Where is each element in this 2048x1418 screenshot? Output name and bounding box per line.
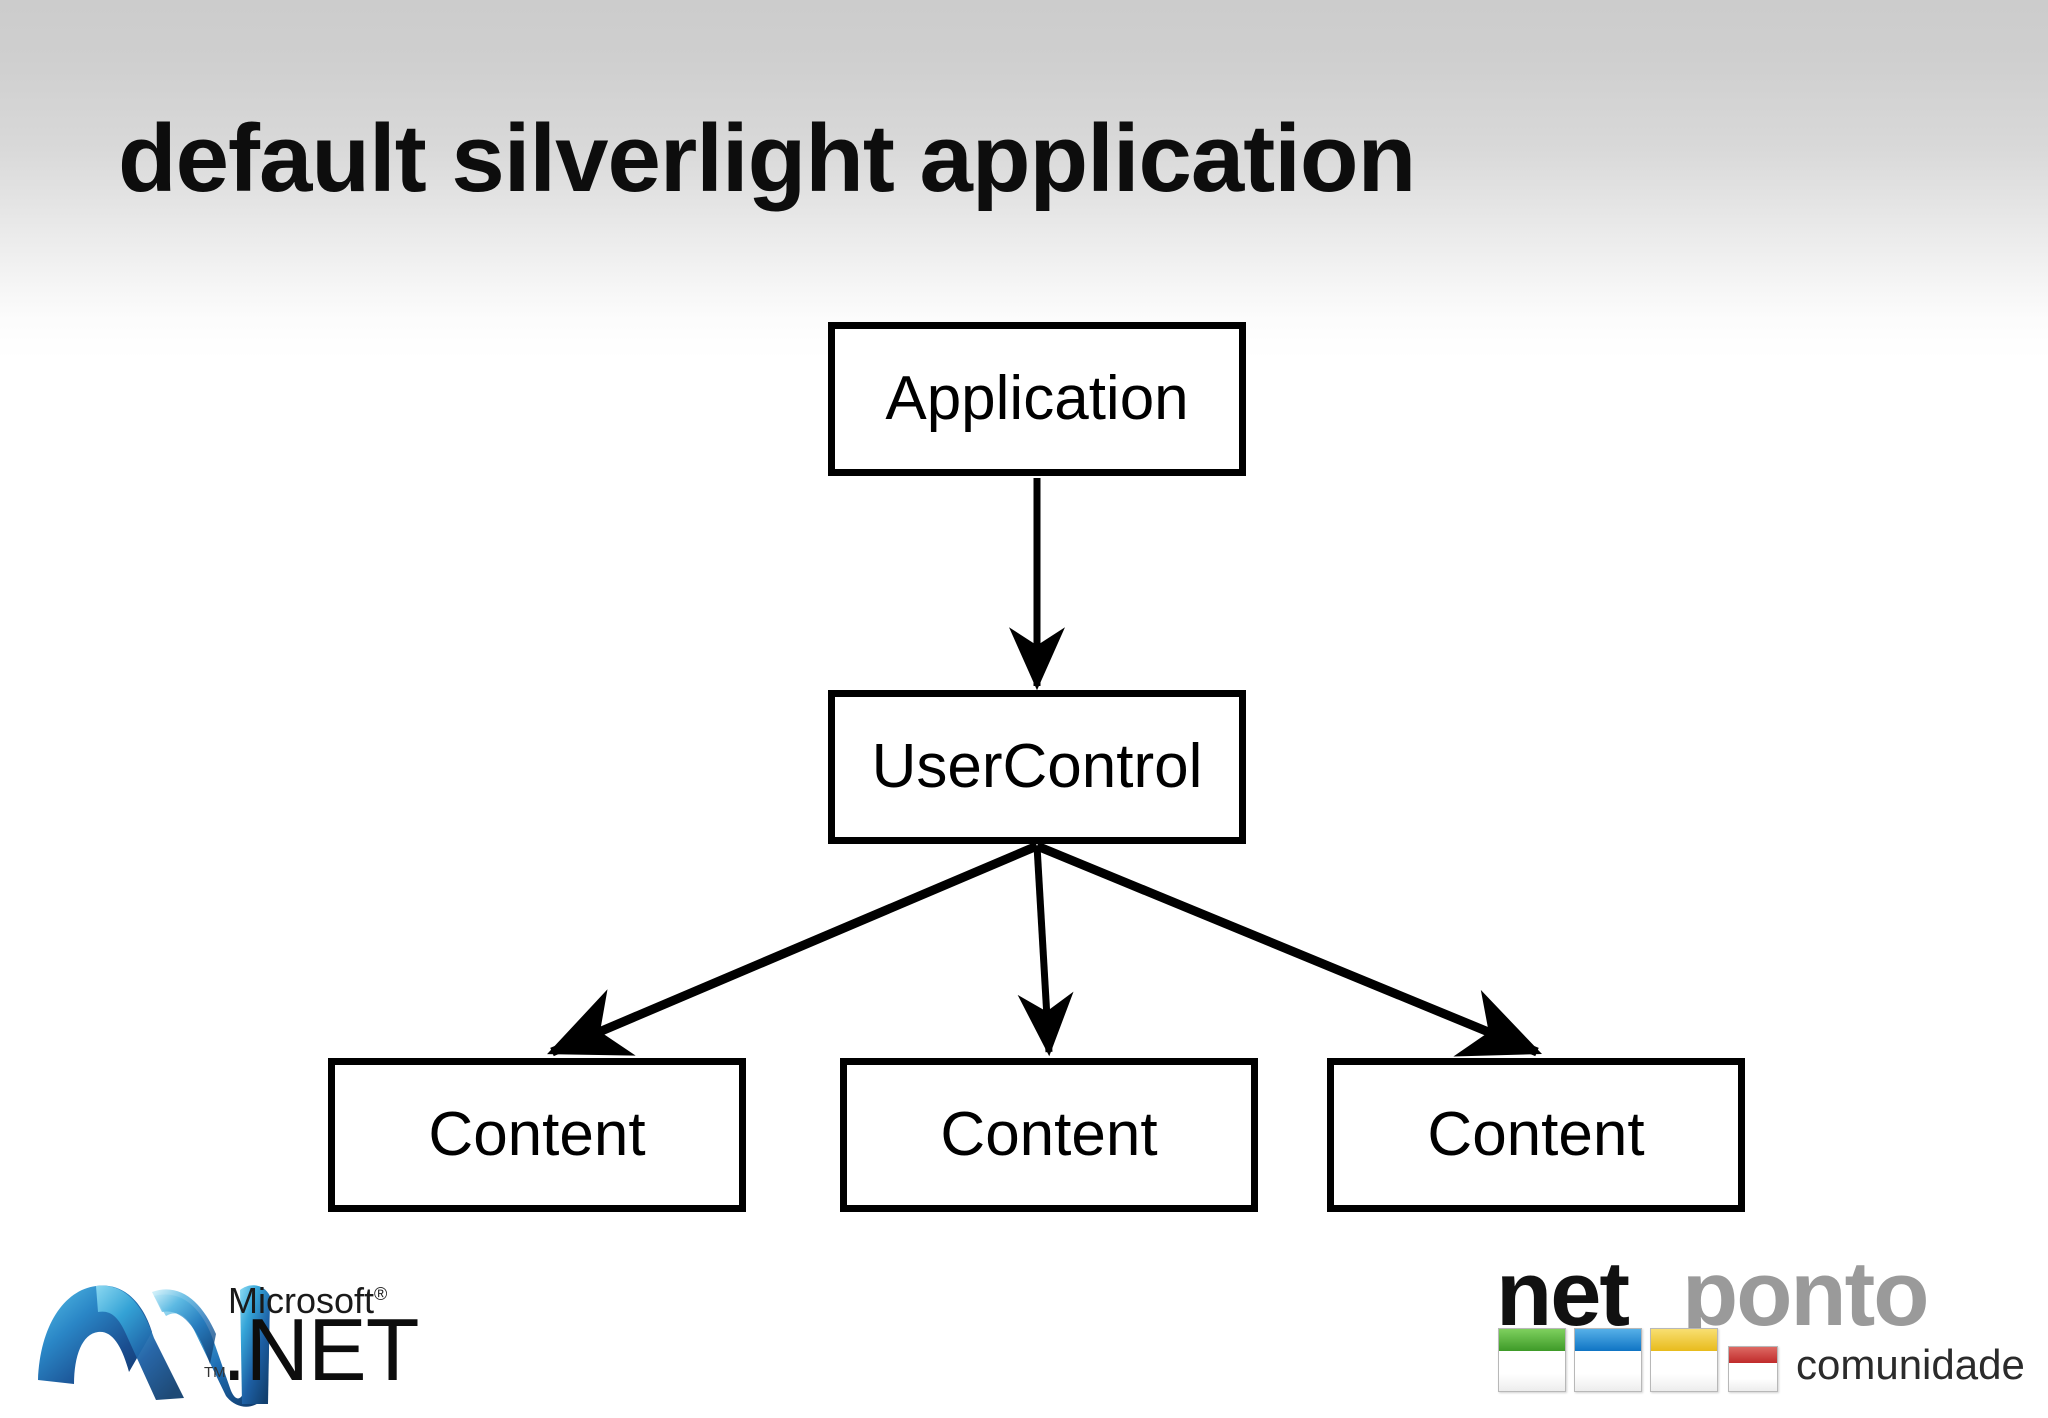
diagram-node-application[interactable]: Application	[828, 322, 1246, 476]
diagram-node-label: Content	[428, 1100, 646, 1169]
netponto-window-red-icon	[1728, 1346, 1778, 1392]
registered-mark: ®	[374, 1284, 388, 1304]
netponto-window-blue-icon	[1574, 1328, 1642, 1392]
netponto-window-green-icon	[1498, 1328, 1566, 1392]
netponto-ponto-text: ponto	[1682, 1243, 1929, 1345]
trademark-mark: TM	[204, 1364, 226, 1381]
edge-usercontrol-content-1	[547, 841, 1039, 1057]
microsoft-label: Microsoft	[228, 1280, 375, 1321]
netponto-tagline: comunidade	[1796, 1341, 2025, 1388]
diagram-node-label: Content	[940, 1100, 1158, 1169]
page-title: default silverlight application	[118, 105, 1416, 212]
diagram-node-usercontrol[interactable]: UserControl	[828, 690, 1246, 844]
edge-usercontrol-content-3	[1035, 841, 1542, 1057]
diagram-node-label: UserControl	[871, 732, 1203, 801]
net-text: .NET	[222, 1300, 419, 1399]
diagram-node-content-2[interactable]: Content	[840, 1058, 1258, 1212]
diagram-node-label: Application	[885, 364, 1189, 433]
window-titlebar	[1651, 1329, 1717, 1352]
diagram-node-label: Content	[1427, 1100, 1645, 1169]
microsoft-text: Microsoft®	[228, 1276, 387, 1319]
edge-usercontrol-content-2	[1017, 845, 1074, 1057]
window-titlebar	[1499, 1329, 1565, 1352]
dotnet-wordmark: Microsoft® .NET TM	[204, 1276, 428, 1406]
dotnet-swoosh-icon	[38, 1285, 270, 1407]
netponto-net-text: net	[1496, 1243, 1630, 1345]
diagram-node-content-1[interactable]: Content	[328, 1058, 746, 1212]
window-titlebar	[1729, 1347, 1777, 1363]
netponto-window-yellow-icon	[1650, 1328, 1718, 1392]
netponto-logo: net ponto comunidade	[1496, 1248, 2036, 1418]
window-titlebar	[1575, 1329, 1641, 1352]
diagram-node-content-3[interactable]: Content	[1327, 1058, 1745, 1212]
